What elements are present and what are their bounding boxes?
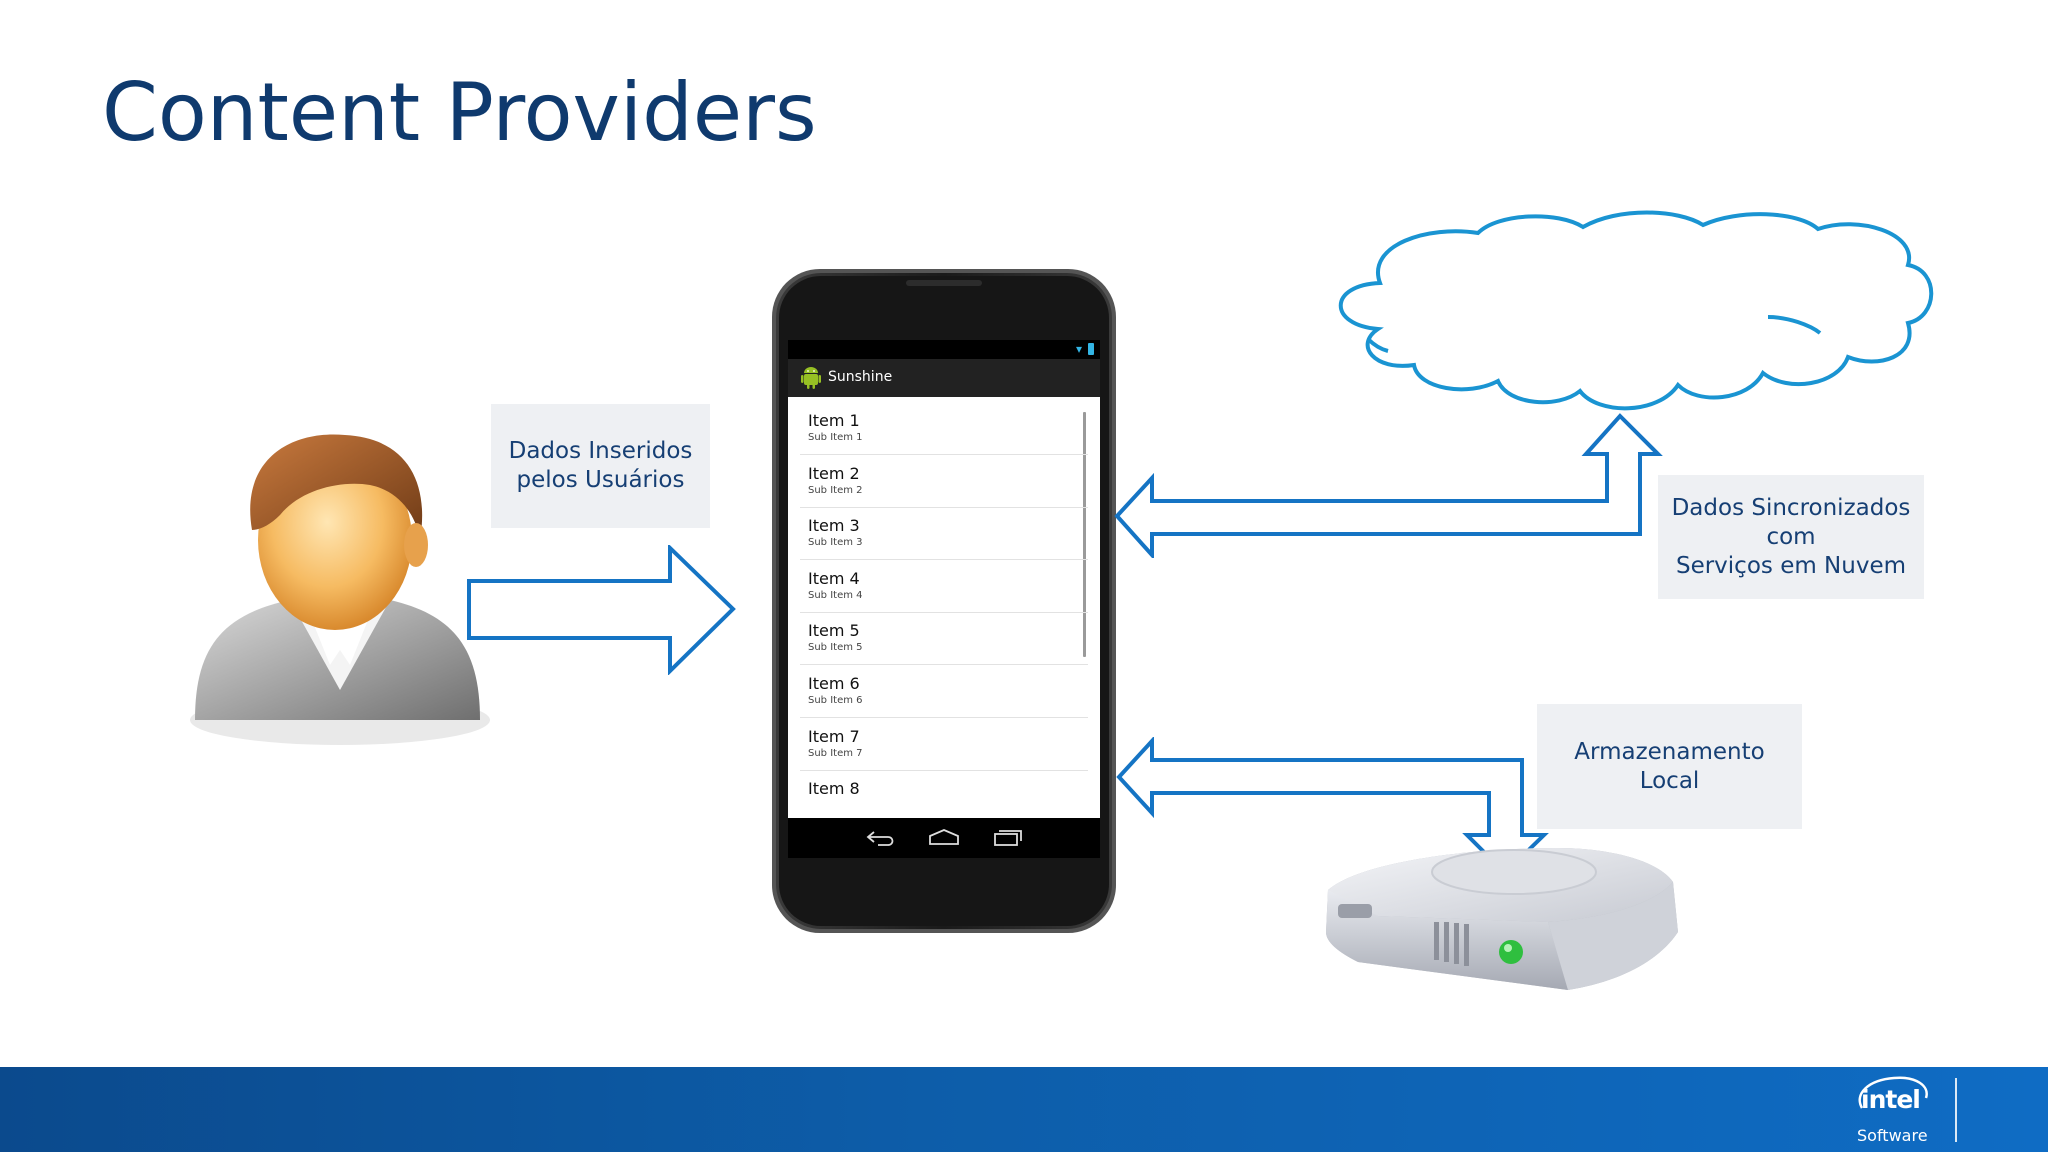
list-item-title: Item 6 [808, 674, 860, 693]
android-app-icon [801, 367, 821, 389]
user-person-icon [190, 434, 490, 745]
app-title: Sunshine [828, 369, 893, 385]
list-divider [800, 717, 1088, 718]
scrollbar[interactable] [1083, 412, 1086, 657]
list-item-title: Item 8 [808, 779, 860, 799]
wifi-icon: ▾ [1075, 342, 1082, 356]
back-icon[interactable] [866, 830, 896, 846]
action-bar: Sunshine [788, 359, 1100, 397]
list-item-title: Item 3 [808, 516, 860, 536]
label-user-data: Dados Inseridos pelos Usuários [491, 404, 710, 528]
label-cloud-sync: Dados Sincronizados com Serviços em Nuve… [1658, 475, 1924, 599]
list-item-subtitle: Sub Item 4 [808, 589, 863, 601]
list-item-subtitle: Sub Item 5 [808, 642, 863, 654]
list-item-title: Item 1 [808, 411, 860, 430]
list-item-title: Item 4 [808, 568, 860, 588]
list-item-subtitle: Sub Item 7 [808, 747, 863, 759]
list-item[interactable]: Item 8 [788, 771, 1100, 818]
home-icon[interactable] [928, 828, 960, 846]
label-local-storage: Armazenamento Local [1537, 704, 1802, 829]
list-item-title: Item 2 [808, 463, 860, 483]
intel-logo-text: intel [1861, 1085, 1921, 1114]
status-bar: ▾ [788, 340, 1100, 359]
list-item-title: Item 5 [808, 621, 860, 641]
list-item-subtitle: Sub Item 3 [808, 537, 863, 549]
footer-divider [1955, 1078, 1957, 1142]
list-divider [800, 454, 1088, 455]
list-item[interactable]: Item 1 Sub Item 1 [788, 403, 1100, 455]
cloud-icon [1338, 210, 1934, 411]
intel-software-label: Software [1857, 1126, 1928, 1145]
list-item-subtitle: Sub Item 1 [808, 432, 863, 443]
hard-drive-icon [1326, 848, 1678, 990]
arrow-storage-phone-bidirectional [1116, 737, 1549, 876]
arrow-user-to-phone [467, 545, 736, 675]
battery-icon [1088, 343, 1094, 355]
list-item-subtitle: Sub Item 6 [808, 695, 863, 706]
arrow-cloud-phone-bidirectional [1114, 413, 1663, 558]
list-divider [800, 664, 1088, 666]
intel-logo-ring-icon [1858, 1076, 1928, 1109]
list-item-subtitle: Sub Item 2 [808, 484, 863, 496]
recents-icon[interactable] [993, 828, 1023, 846]
slide-title: Content Providers [102, 66, 817, 159]
list-divider [800, 769, 1088, 771]
nav-bar [788, 818, 1100, 858]
footer-bar [0, 1067, 2048, 1152]
list-divider [800, 559, 1088, 561]
list-item[interactable]: Item 6 Sub Item 6 [788, 666, 1100, 718]
list-divider [800, 611, 1088, 613]
list-item-title: Item 7 [808, 726, 860, 746]
list-divider [800, 506, 1088, 508]
